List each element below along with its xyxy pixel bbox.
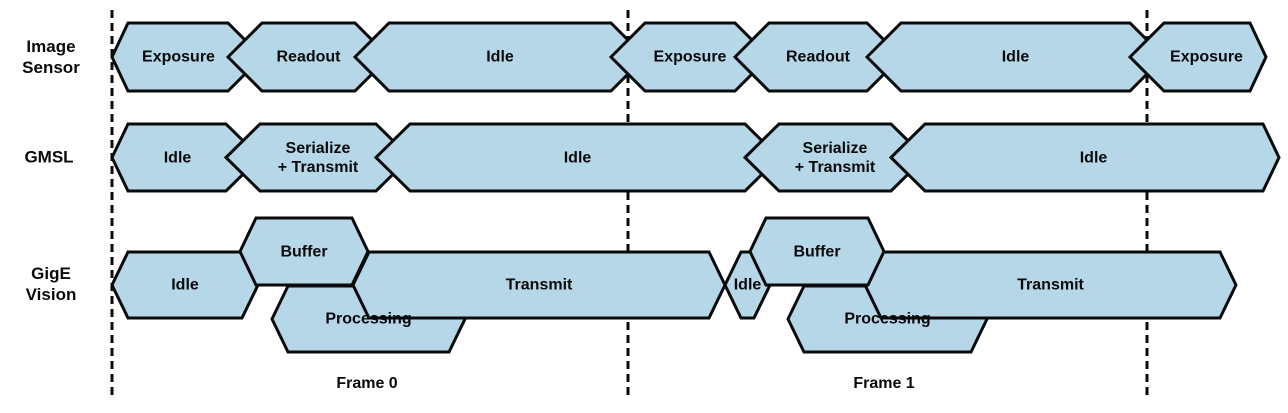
segment-shape-gige-vision-idle bbox=[110, 250, 260, 320]
segment-shape-gige-vision-buffer bbox=[238, 216, 370, 287]
segment-shape-gige-vision-buffer bbox=[748, 216, 886, 287]
segment-shape-image-sensor-idle bbox=[864, 21, 1167, 93]
segment-shape-gige-vision-transmit bbox=[863, 250, 1238, 320]
segment-shape-image-sensor-exposure bbox=[1127, 21, 1268, 93]
segment-shape-image-sensor-idle bbox=[352, 21, 648, 93]
segment-shape-gmsl-idle bbox=[373, 122, 782, 193]
segment-shape-gmsl-idle bbox=[888, 122, 1281, 193]
segment-shape-gige-vision-transmit bbox=[351, 250, 727, 320]
